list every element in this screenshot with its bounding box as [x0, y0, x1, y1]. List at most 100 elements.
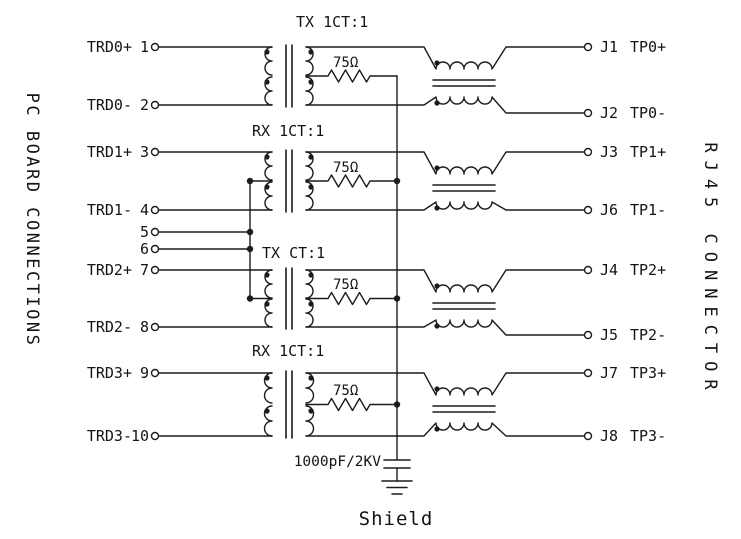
right-pin-name: TP1+ — [630, 143, 666, 161]
left-pin-label: TRD0+ — [87, 38, 132, 56]
ch0-type-label: TX 1CT:1 — [296, 13, 368, 31]
pin-circle-j4 — [583, 265, 593, 275]
left-pin-label: TRD2- — [87, 318, 132, 336]
tap-junction — [246, 177, 254, 185]
left-pin-number: 10 — [131, 427, 149, 445]
pin-circle-j6 — [583, 205, 593, 215]
shield-label: Shield — [359, 508, 434, 530]
channel-3: RX 1CT:1 75Ω — [150, 342, 593, 441]
left-pin-labels: TRD0+ 1 TRD0- 2 TRD1+ 3 TRD1- 4 5 6 TRD2… — [87, 38, 149, 445]
left-pin-label: TRD3+ — [87, 364, 132, 382]
ch0-transformer — [264, 44, 314, 108]
left-pin-number: 2 — [140, 96, 149, 114]
ch0-polarity-dot — [264, 49, 270, 55]
ch1-polarity-dot — [264, 154, 270, 160]
pin-circle-10 — [150, 431, 160, 441]
pin-circle-8 — [150, 322, 160, 332]
ch1-polarity-dot — [308, 184, 314, 190]
ch3-transformer-core — [285, 370, 293, 439]
ch2-polarity-dot — [308, 301, 314, 307]
left-pin-number: 7 — [140, 261, 149, 279]
ch2-polarity-dot — [308, 272, 314, 278]
pin-circle-j2 — [583, 108, 593, 118]
ch3-resistor — [305, 397, 398, 412]
ch1-choke-core — [432, 184, 496, 192]
pin-circle-j1 — [583, 42, 593, 52]
pin-circle-2 — [150, 100, 160, 110]
ch2-type-label: TX CT:1 — [262, 244, 325, 262]
ch1-choke-bottom-path — [305, 201, 586, 211]
right-pin-jack: J3 — [600, 143, 618, 161]
ch3-polarity-dot — [264, 408, 270, 414]
ch1-left-wires — [157, 151, 273, 211]
ch0-primary-winding — [264, 46, 273, 106]
ch2-polarity-dot — [264, 301, 270, 307]
right-pin-jack: J1 — [600, 38, 618, 56]
ch3-polarity-dot — [308, 375, 314, 381]
ch3-polarity-dot — [308, 408, 314, 414]
ch0-choke-core — [432, 79, 496, 87]
ch3-type-label: RX 1CT:1 — [252, 342, 324, 360]
pin-circle-6 — [150, 244, 160, 254]
right-pin-name: TP3- — [630, 427, 666, 445]
ch2-choke-core — [432, 302, 496, 310]
left-pin-label: TRD1- — [87, 201, 132, 219]
ch1-transformer — [264, 149, 314, 213]
tap-junction — [246, 228, 254, 236]
ch2-choke-polarity-dot — [434, 323, 440, 329]
tap-junction — [246, 245, 254, 253]
ch3-choke-bottom-path — [305, 422, 586, 437]
ch3-choke-polarity-dot — [434, 426, 440, 432]
ch1-resistor — [305, 174, 398, 188]
ch1-choke-top-path — [305, 151, 586, 175]
ch2-choke-top-path — [305, 269, 586, 293]
right-pin-jack: J2 — [600, 104, 618, 122]
capacitor-value-label: 1000pF/2KV — [294, 454, 382, 470]
pin-circle-j7 — [583, 368, 593, 378]
ch2-transformer-core — [285, 267, 293, 330]
left-pin-number: 1 — [140, 38, 149, 56]
ch0-choke-bottom-path — [305, 96, 586, 114]
left-pin-label: TRD3- — [87, 427, 132, 445]
ch3-choke-top-path — [305, 372, 586, 396]
ch3-choke-core — [432, 405, 496, 413]
ch0-choke-polarity-dot — [434, 100, 440, 106]
right-pin-jack: J5 — [600, 326, 618, 344]
ch0-polarity-dot — [308, 49, 314, 55]
ch3-common-mode-choke — [305, 372, 586, 437]
ch2-polarity-dot — [264, 272, 270, 278]
ch1-polarity-dot — [308, 154, 314, 160]
left-pin-number: 6 — [140, 240, 149, 258]
right-pin-jack: J4 — [600, 261, 618, 279]
ch1-choke-polarity-dot — [434, 165, 440, 171]
ch2-resistor — [305, 291, 398, 306]
ch2-choke-bottom-path — [305, 319, 586, 336]
ch3-choke-polarity-dot — [434, 386, 440, 392]
ch1-transformer-core — [285, 149, 293, 213]
ground-symbol — [381, 480, 413, 495]
right-pin-name: TP0- — [630, 104, 666, 122]
left-pin-number: 5 — [140, 223, 149, 241]
ch2-common-mode-choke — [305, 269, 586, 336]
pin-circle-j5 — [583, 330, 593, 340]
left-pin-label: TRD2+ — [87, 261, 132, 279]
capacitor-plates — [383, 459, 411, 469]
ch1-polarity-dot — [264, 184, 270, 190]
left-pin-number: 4 — [140, 201, 149, 219]
shield-network: 1000pF/2KV Shield — [294, 75, 434, 530]
pin-circle-9 — [150, 368, 160, 378]
center-tap-vertical-line — [249, 180, 273, 300]
ch3-resistor-value: 75Ω — [333, 383, 358, 399]
ch0-choke-polarity-dot — [434, 60, 440, 66]
left-title: PC BOARD CONNECTIONS — [22, 93, 42, 348]
pin-circle-7 — [150, 265, 160, 275]
pin-circle-j8 — [583, 431, 593, 441]
tap-junction — [246, 295, 254, 302]
ch0-resistor-value: 75Ω — [333, 55, 358, 71]
ch2-choke-polarity-dot — [434, 283, 440, 289]
right-pin-name: TP2+ — [630, 261, 666, 279]
ch0-resistor — [305, 69, 398, 83]
left-pin-label: TRD1+ — [87, 143, 132, 161]
